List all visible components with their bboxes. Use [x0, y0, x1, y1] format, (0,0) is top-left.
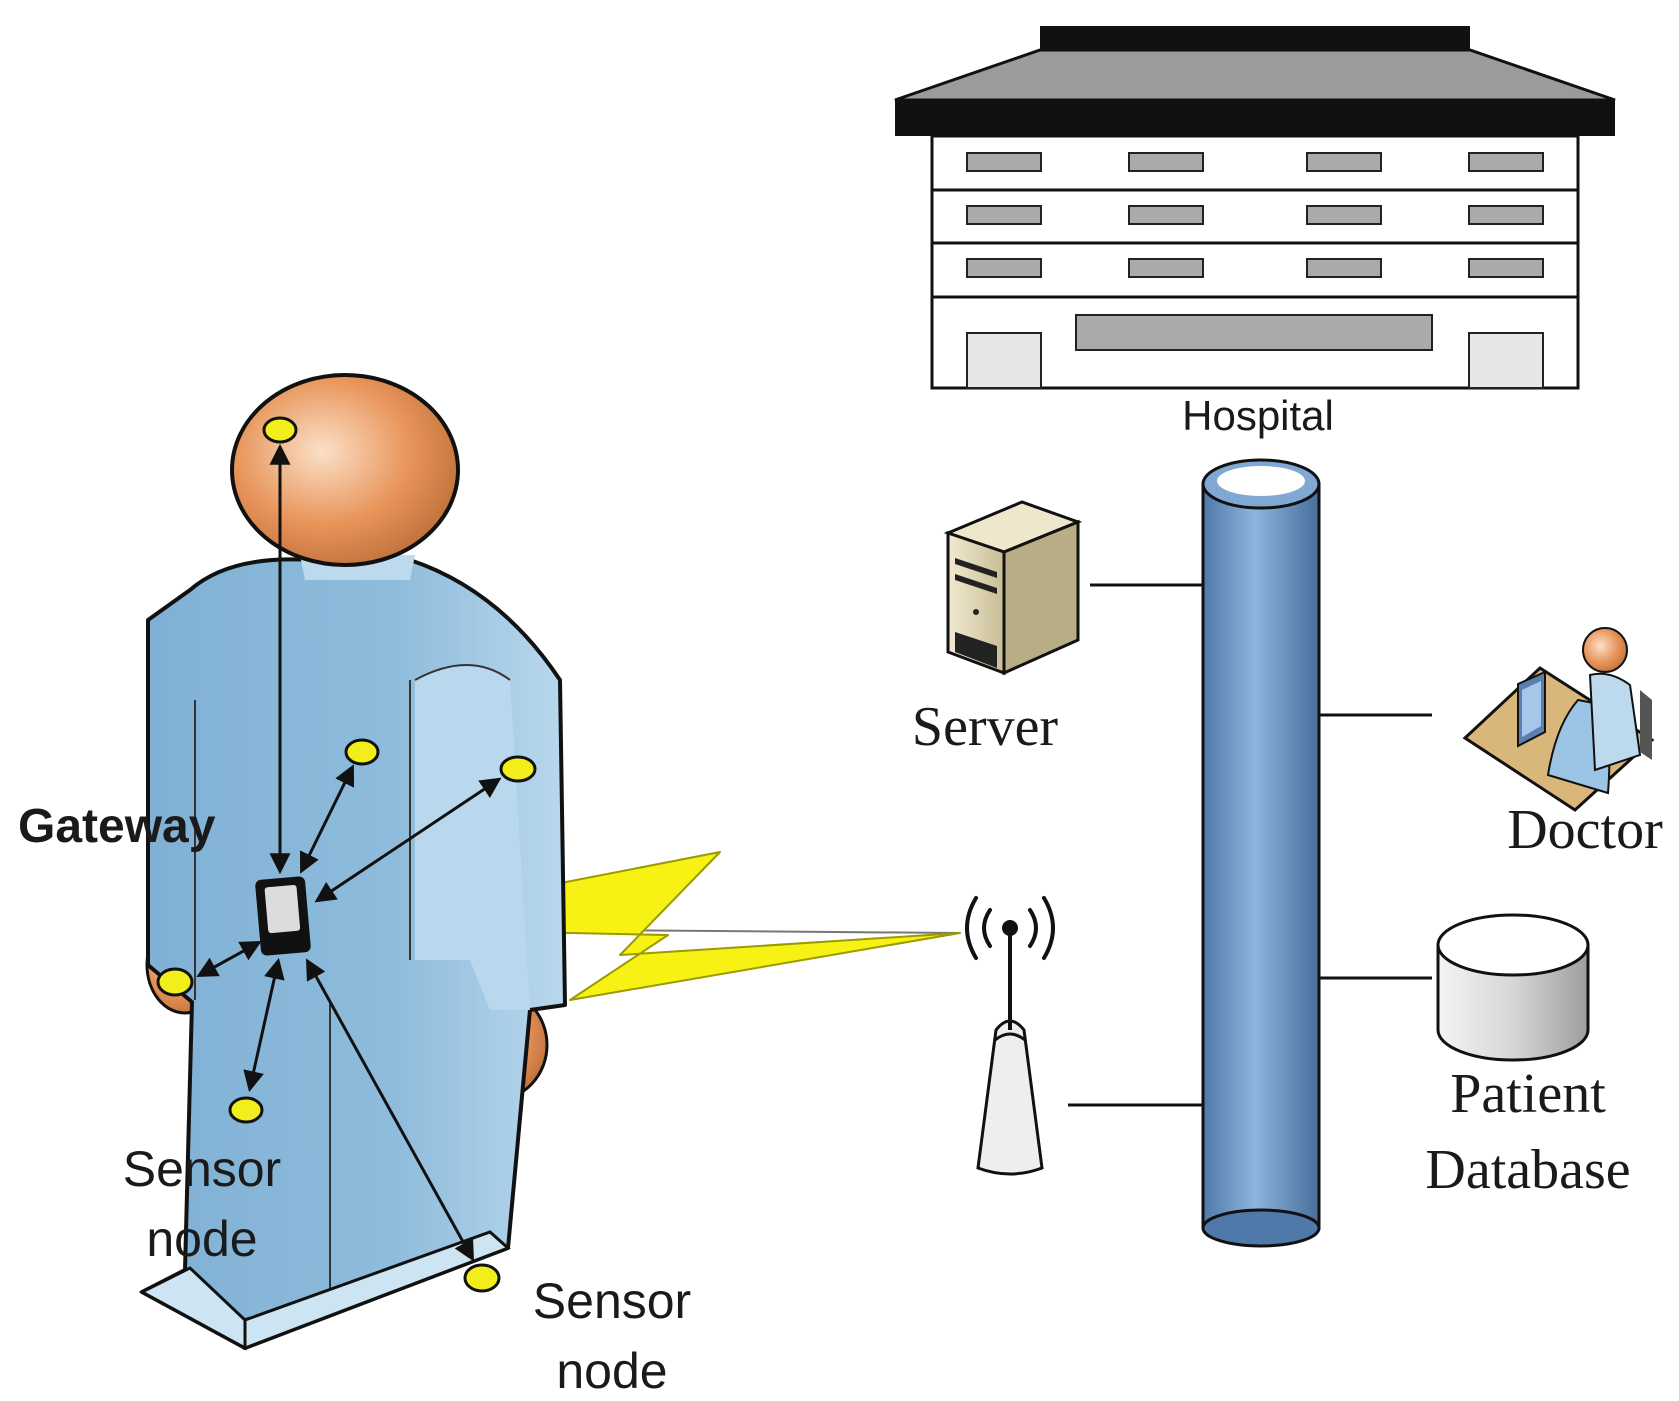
hospital-label: Hospital	[1182, 392, 1334, 439]
sensor-gateway-arrows	[196, 443, 502, 1262]
gateway-device-icon	[255, 876, 311, 956]
network-backbone-cylinder	[1201, 458, 1321, 1248]
wireless-access-point-icon	[965, 896, 1055, 1176]
server-tower-icon	[943, 500, 1083, 676]
patient-database-label-line2: Database	[1425, 1139, 1630, 1201]
server-label: Server	[912, 696, 1059, 758]
sensor-node-hand	[156, 967, 194, 997]
sensor-node-head	[262, 416, 298, 444]
database-cylinder-icon	[1436, 913, 1590, 1062]
sensor-node-right-label-line1: Sensor	[533, 1273, 691, 1329]
sensor-node-left-label-line2: node	[146, 1211, 257, 1267]
sensor-node-leg	[228, 1096, 264, 1124]
sensor-node-chest	[344, 738, 380, 766]
doctor-label: Doctor	[1507, 799, 1663, 861]
sensor-node-right-label-line2: node	[556, 1343, 667, 1399]
patient-database-label-line1: Patient	[1450, 1063, 1606, 1125]
sensor-node-foot	[463, 1263, 501, 1293]
gateway-label: Gateway	[18, 800, 216, 853]
doctor-at-desk-icon	[1462, 627, 1655, 812]
sensor-node-left-label-line1: Sensor	[123, 1141, 281, 1197]
sensor-nodes	[156, 416, 537, 1293]
sensor-node-shoulder	[499, 755, 537, 783]
patient-body-icon	[138, 373, 567, 1351]
hospital-building-icon	[894, 26, 1616, 390]
network-connection-lines	[1068, 583, 1432, 1107]
lightning-bolt-icon	[329, 851, 961, 1001]
